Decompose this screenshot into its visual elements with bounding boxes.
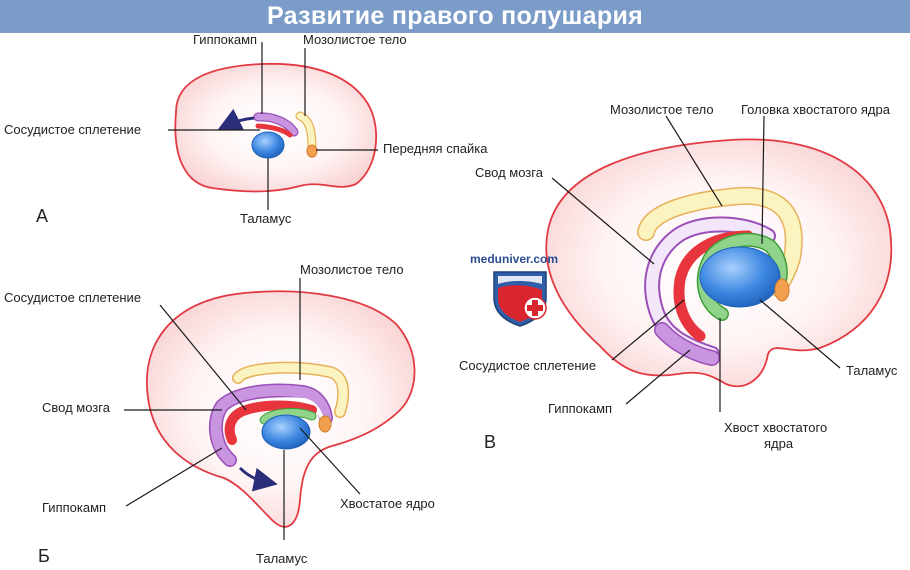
label-c-thalamus: Таламус — [846, 363, 898, 378]
panel-a: Гиппокамп Мозолистое тело Сосудистое спл… — [4, 32, 488, 226]
label-c-fornix: Свод мозга — [475, 165, 544, 180]
label-a-corpus-callosum: Мозолистое тело — [303, 32, 407, 47]
label-b-hippocampus: Гиппокамп — [42, 500, 106, 515]
label-c-caudate-tail-1: Хвост хвостатого — [724, 420, 827, 435]
label-a-hippocampus: Гиппокамп — [193, 32, 257, 47]
panel-letter-c: В — [484, 432, 496, 452]
label-b-choroid-plexus: Сосудистое сплетение — [4, 290, 141, 305]
anterior-commissure-c — [774, 278, 790, 302]
choroid-plexus-b — [224, 400, 317, 445]
label-c-choroid-plexus: Сосудистое сплетение — [459, 358, 596, 373]
panel-b: Мозолистое тело Сосудистое сплетение Сво… — [4, 262, 435, 566]
anterior-commissure-a — [306, 144, 318, 158]
thalamus-c — [699, 246, 781, 308]
anterior-commissure-b — [318, 415, 332, 433]
label-b-corpus-callosum: Мозолистое тело — [300, 262, 404, 277]
label-c-caudate-tail-2: ядра — [764, 436, 794, 451]
shield-cross-logo-icon — [493, 271, 547, 327]
label-b-caudate: Хвостатое ядро — [340, 496, 435, 511]
growth-arrow-b — [238, 466, 278, 492]
panel-letter-b: Б — [38, 546, 50, 566]
label-b-thalamus: Таламус — [256, 551, 308, 566]
label-c-caudate-head: Головка хвостатого ядра — [741, 102, 891, 117]
page-title: Развитие правого полушария — [266, 2, 644, 30]
thalamus-b — [261, 414, 311, 450]
choroid-plexus-a — [255, 123, 293, 138]
thalamus-a — [251, 131, 285, 159]
label-c-corpus-callosum: Мозолистое тело — [610, 102, 714, 117]
label-a-choroid-plexus: Сосудистое сплетение — [4, 122, 141, 137]
label-a-anterior-commissure: Передняя спайка — [383, 141, 488, 156]
meduniver-logo: meduniver.com — [470, 252, 558, 327]
title-bar: Развитие правого полушария — [0, 0, 910, 33]
label-c-hippocampus: Гиппокамп — [548, 401, 612, 416]
label-a-thalamus: Таламус — [240, 211, 292, 226]
panel-c: Мозолистое тело Головка хвостатого ядра … — [459, 102, 898, 452]
brand-name: meduniver.com — [470, 252, 558, 266]
panel-letter-a: А — [36, 206, 48, 226]
label-b-fornix: Свод мозга — [42, 400, 111, 415]
growth-arrow-a — [217, 108, 255, 131]
